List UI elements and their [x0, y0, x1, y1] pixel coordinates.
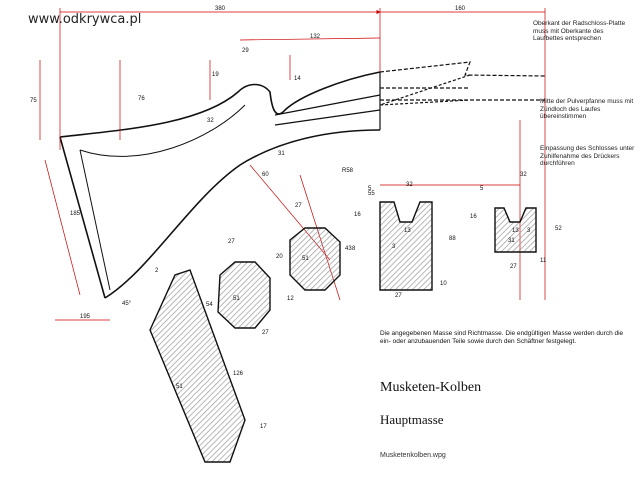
- dim-32: 32: [207, 118, 214, 124]
- section-oct-2: [289, 227, 341, 291]
- drawing-subtitle: Hauptmasse: [380, 412, 444, 427]
- dim-55: 55: [368, 191, 375, 197]
- dim-3b: 3: [527, 228, 531, 234]
- dim-13a: 13: [404, 228, 411, 234]
- dimension-labels: 380 160 132 29 75 76 19 32 14 60 31 195 …: [30, 6, 562, 430]
- annotation-top: Oberkant der Radschloss-Platte muss mit …: [533, 20, 626, 42]
- dim-27a: 27: [228, 239, 235, 245]
- dim-32b: 32: [406, 182, 413, 188]
- dim-12: 12: [287, 296, 294, 302]
- dim-8: 8: [352, 246, 356, 252]
- annotation-middle: Mitte der Pulverpfanne muss mit Zündloch…: [540, 98, 634, 120]
- file-name: Musketenkolben.wpg: [380, 452, 446, 459]
- drawing-title: Musketen-Kolben: [380, 380, 482, 395]
- section-oct-1: [217, 261, 271, 329]
- dim-43: 43: [345, 246, 352, 252]
- dim-51c: 51: [302, 256, 309, 262]
- dim-51a: 51: [176, 384, 183, 390]
- section-u-1: [379, 201, 433, 291]
- dim-45deg: 45°: [122, 301, 132, 307]
- section-u-2: [494, 207, 537, 253]
- dim-27b: 27: [295, 203, 302, 209]
- stock-outline: [59, 71, 381, 299]
- dim-88: 88: [449, 236, 456, 242]
- dim-5b: 5: [480, 186, 484, 192]
- notes-text: Die angegebenen Masse sind Richtmasse. D…: [380, 330, 624, 345]
- dim-27d: 27: [395, 293, 402, 299]
- dim-31: 31: [278, 151, 285, 157]
- dim-75: 75: [30, 98, 37, 104]
- dim-185: 185: [70, 211, 81, 217]
- dim-29: 29: [242, 48, 249, 54]
- barrel-outline: [379, 61, 546, 106]
- cross-sections: [149, 201, 537, 463]
- dim-5a: 5: [368, 186, 372, 192]
- dim-3a: 3: [392, 244, 396, 250]
- dim-13b: 13: [512, 228, 519, 234]
- dim-16a: 16: [354, 212, 361, 218]
- dim-r58: R58: [342, 168, 354, 174]
- dim-19: 19: [212, 72, 219, 78]
- dim-17: 17: [260, 424, 267, 430]
- dim-2: 2: [155, 268, 159, 274]
- dim-27e: 27: [510, 264, 517, 270]
- dim-27c: 27: [262, 330, 269, 336]
- dim-51b: 51: [233, 296, 240, 302]
- dim-76: 76: [138, 96, 145, 102]
- dim-126: 126: [233, 371, 244, 377]
- section-large: [149, 269, 246, 463]
- dim-14: 14: [294, 76, 301, 82]
- dim-54: 54: [206, 302, 213, 308]
- dim-31b: 31: [508, 238, 515, 244]
- dim-32c: 32: [520, 172, 527, 178]
- dim-132: 132: [310, 34, 321, 40]
- dim-60: 60: [262, 172, 269, 178]
- dim-52: 52: [555, 226, 562, 232]
- dim-20: 20: [276, 254, 283, 260]
- dim-16b: 16: [470, 214, 477, 220]
- dim-380: 380: [215, 6, 226, 12]
- dim-195: 195: [80, 314, 91, 320]
- dim-11: 11: [540, 258, 547, 264]
- annotation-lower: Einpassung des Schlosses unter Zuhilfena…: [540, 145, 635, 167]
- dim-10: 10: [440, 281, 447, 287]
- dim-160: 160: [455, 6, 466, 12]
- watermark: www.odkrywca.pl: [28, 12, 142, 27]
